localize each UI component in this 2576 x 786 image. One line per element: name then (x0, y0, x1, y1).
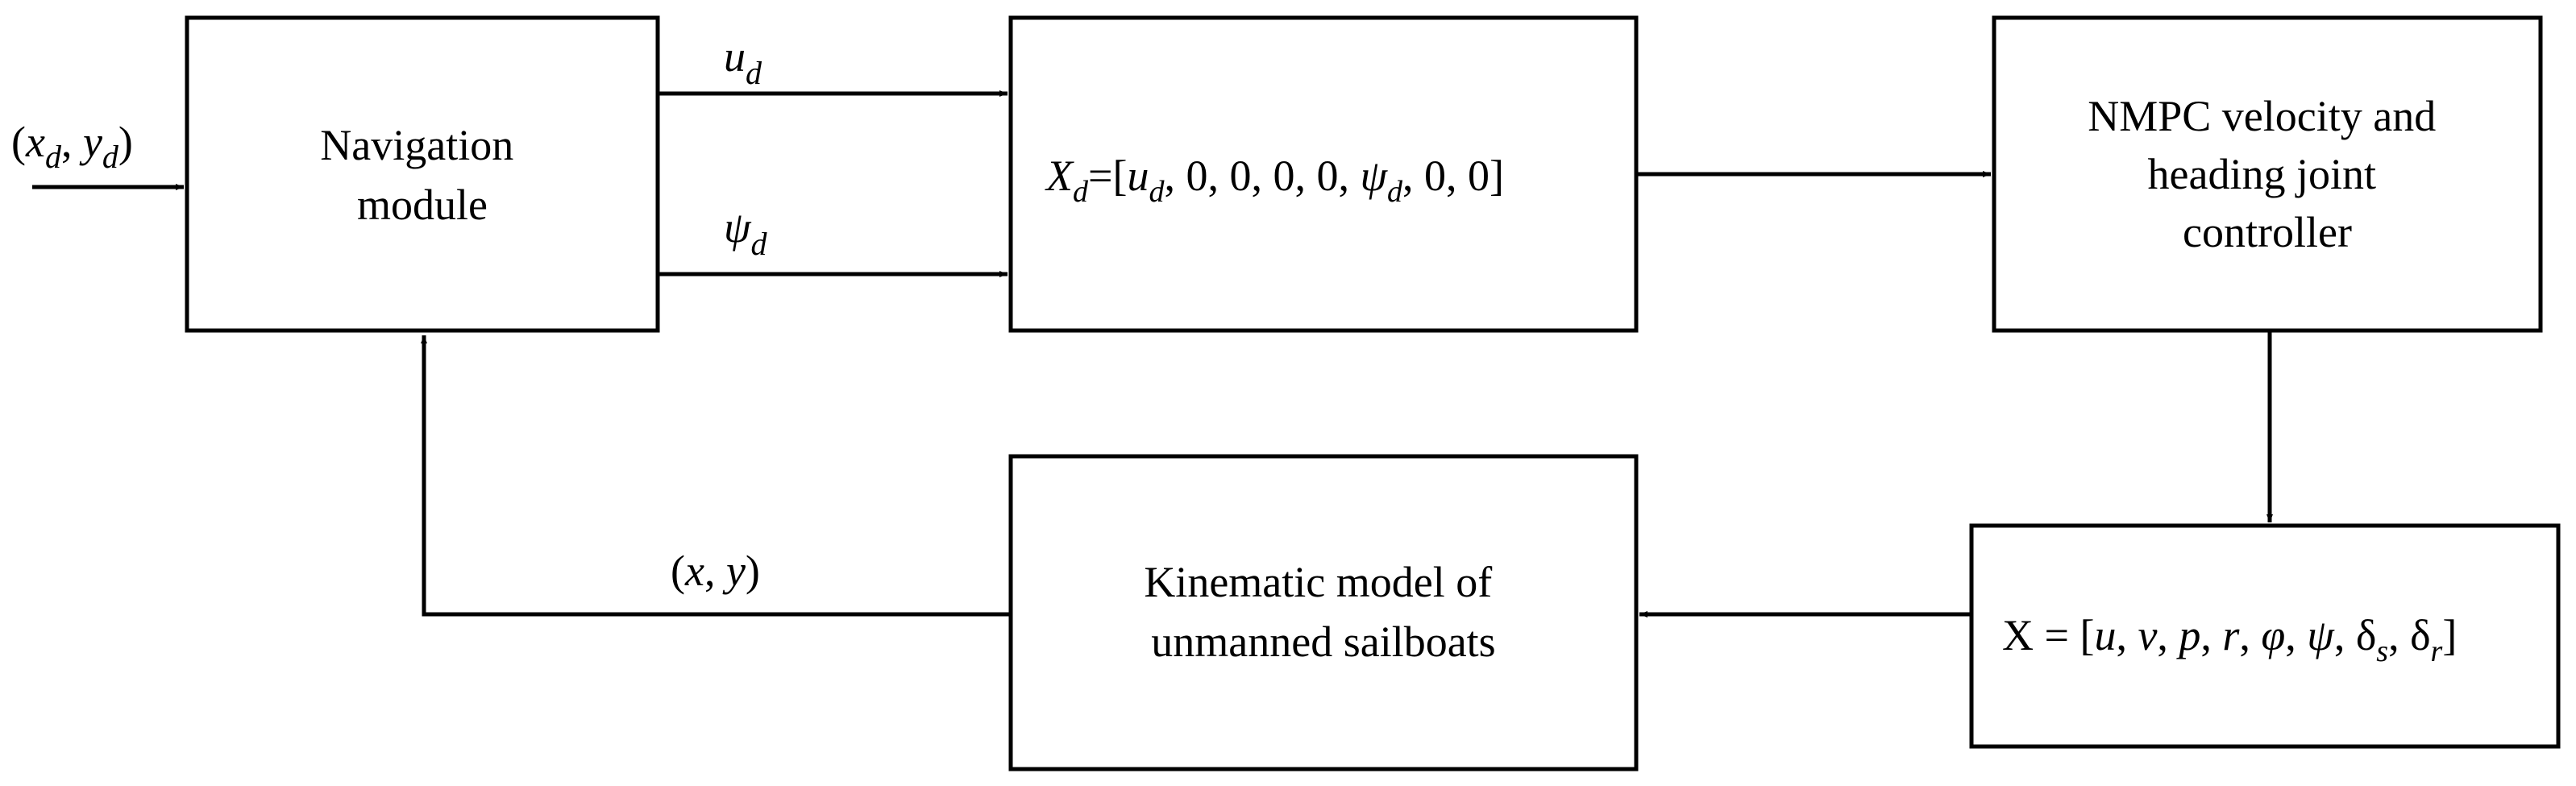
feedback-line (421, 335, 1011, 617)
ud-label: ud (724, 32, 762, 91)
kinematic-model-box (1008, 454, 1639, 771)
kinematic-model-label: Kinematic model of unmanned sailboats (1144, 558, 1502, 666)
psid-label: ψd (724, 203, 768, 262)
nmpc-controller-box (1992, 15, 2543, 333)
desired-state-label: Xd=[ud, 0, 0, 0, 0, ψd, 0, 0] (1045, 152, 1504, 209)
input-label: (xd, yd) (11, 118, 133, 175)
state-vector-label: X = [u, v, p, r, φ, ψ, δs, δr] (2002, 611, 2457, 668)
desired-state-box (1008, 15, 1639, 333)
connectors (32, 90, 2273, 618)
state-vector-box (1969, 523, 2561, 749)
navigation-module-label: Navigation module (320, 121, 524, 229)
feedback-label: (x, y) (671, 547, 760, 595)
nmpc-controller-label: NMPC velocity and heading joint controll… (2088, 92, 2446, 256)
navigation-module-box (185, 15, 660, 333)
